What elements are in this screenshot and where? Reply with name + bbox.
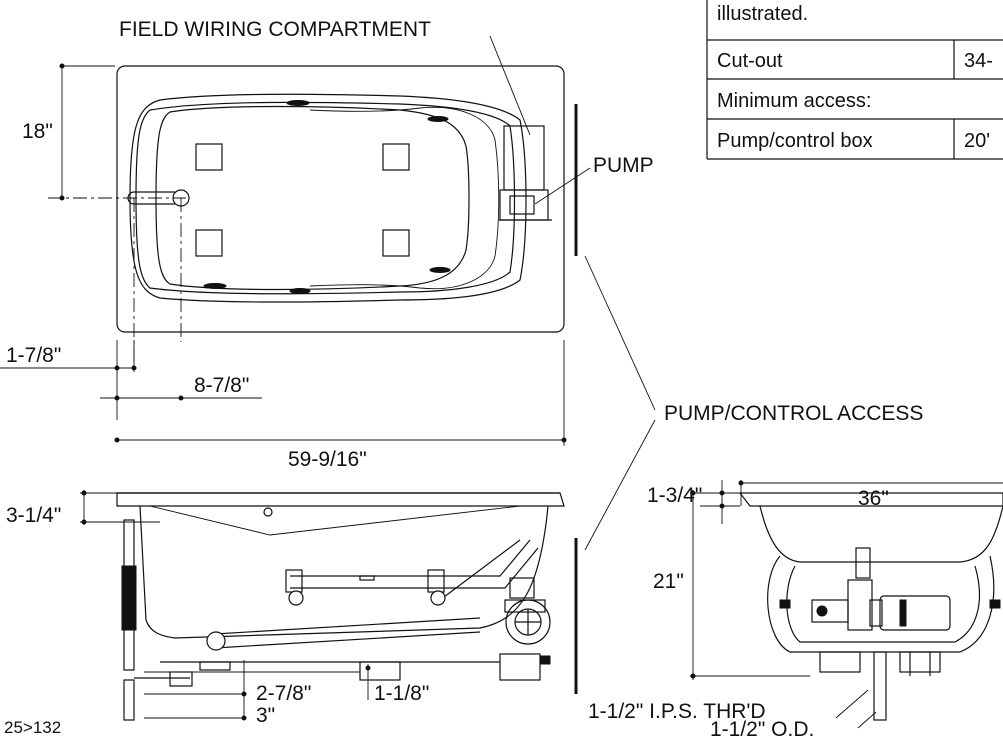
table-row-pump-label: Pump/control box bbox=[717, 130, 873, 152]
field-wiring-label: FIELD WIRING COMPARTMENT bbox=[119, 18, 431, 41]
dim-59-9-16: 59-9/16" bbox=[288, 448, 367, 471]
dim-3-1-4: 3-1/4" bbox=[6, 504, 61, 527]
side-view bbox=[80, 255, 656, 721]
thread-label: 1-1/2" I.P.S. THR'D bbox=[588, 700, 766, 723]
dim-18: 18" bbox=[22, 120, 53, 143]
dim-2-7-8: 2-7/8" bbox=[256, 682, 311, 705]
part-code: 25>132 bbox=[4, 718, 61, 737]
dim-1-7-8: 1-7/8" bbox=[6, 344, 61, 367]
end-view bbox=[690, 480, 1003, 729]
table-row-pump-value: 20' bbox=[964, 130, 990, 152]
spec-table: illustrated. Cut-out 34- Minimum access:… bbox=[706, 0, 1003, 160]
top-view bbox=[0, 35, 591, 446]
table-row-access-label: Minimum access: bbox=[717, 90, 871, 112]
dim-21: 21" bbox=[653, 570, 684, 593]
table-note: illustrated. bbox=[717, 3, 808, 25]
pump-control-access-label: PUMP/CONTROL ACCESS bbox=[664, 402, 923, 425]
dim-3: 3" bbox=[256, 704, 275, 727]
dim-8-7-8: 8-7/8" bbox=[194, 374, 249, 397]
od-label: 1-1/2" O.D. bbox=[710, 718, 814, 737]
table-row-cutout-label: Cut-out bbox=[717, 50, 783, 72]
dim-36: 36" bbox=[858, 487, 889, 510]
dim-1-3-4: 1-3/4" bbox=[647, 484, 702, 507]
dim-1-1-8: 1-1/8" bbox=[374, 682, 429, 705]
pump-label: PUMP bbox=[593, 154, 654, 177]
table-row-cutout-value: 34- bbox=[964, 50, 993, 72]
